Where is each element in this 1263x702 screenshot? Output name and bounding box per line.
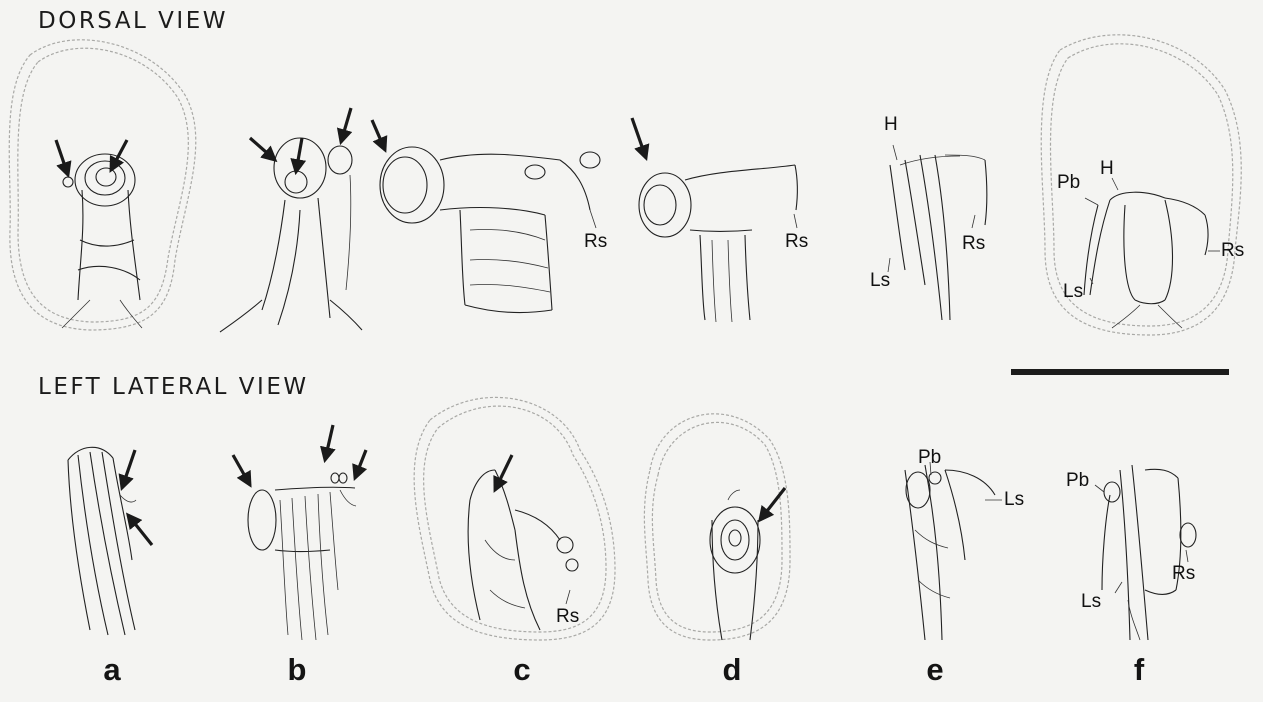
lateral-d-drawing [644,414,790,640]
lateral-e-drawing [905,462,1002,640]
lateral-c-drawing [414,397,615,640]
label-rs-dorsal-c: Rs [584,231,607,253]
label-rs-dorsal-f: Rs [1221,240,1244,262]
label-rs-lateral-f: Rs [1172,563,1195,585]
label-ls-lateral-e: Ls [1004,489,1024,511]
scale-bar [1011,369,1229,375]
panel-letter-a: a [92,652,132,688]
label-h-dorsal-f: H [1100,158,1114,180]
panel-letter-b: b [277,652,317,688]
dorsal-a-drawing [9,40,196,330]
panel-letter-d: d [712,652,752,688]
lateral-f-drawing [1095,465,1196,640]
label-pb-dorsal-f: Pb [1057,172,1080,194]
label-rs-dorsal-e: Rs [962,233,985,255]
label-pb-lateral-f: Pb [1066,470,1089,492]
label-ls-lateral-f: Ls [1081,591,1101,613]
label-ls-dorsal-e: Ls [870,270,890,292]
label-h-dorsal-e: H [884,114,898,136]
panel-letter-e: e [915,652,955,688]
label-rs-dorsal-d: Rs [785,231,808,253]
dorsal-c-drawing [372,120,600,312]
lateral-b-drawing [233,425,366,640]
label-pb-lateral-e: Pb [918,447,941,469]
label-rs-lateral-c: Rs [556,606,579,628]
label-ls-dorsal-f: Ls [1063,281,1083,303]
panel-letter-c: c [502,652,542,688]
lateral-a-drawing [68,447,152,635]
dorsal-d-drawing [632,118,797,322]
dorsal-b-drawing [220,108,362,332]
panel-letter-f: f [1119,652,1159,688]
